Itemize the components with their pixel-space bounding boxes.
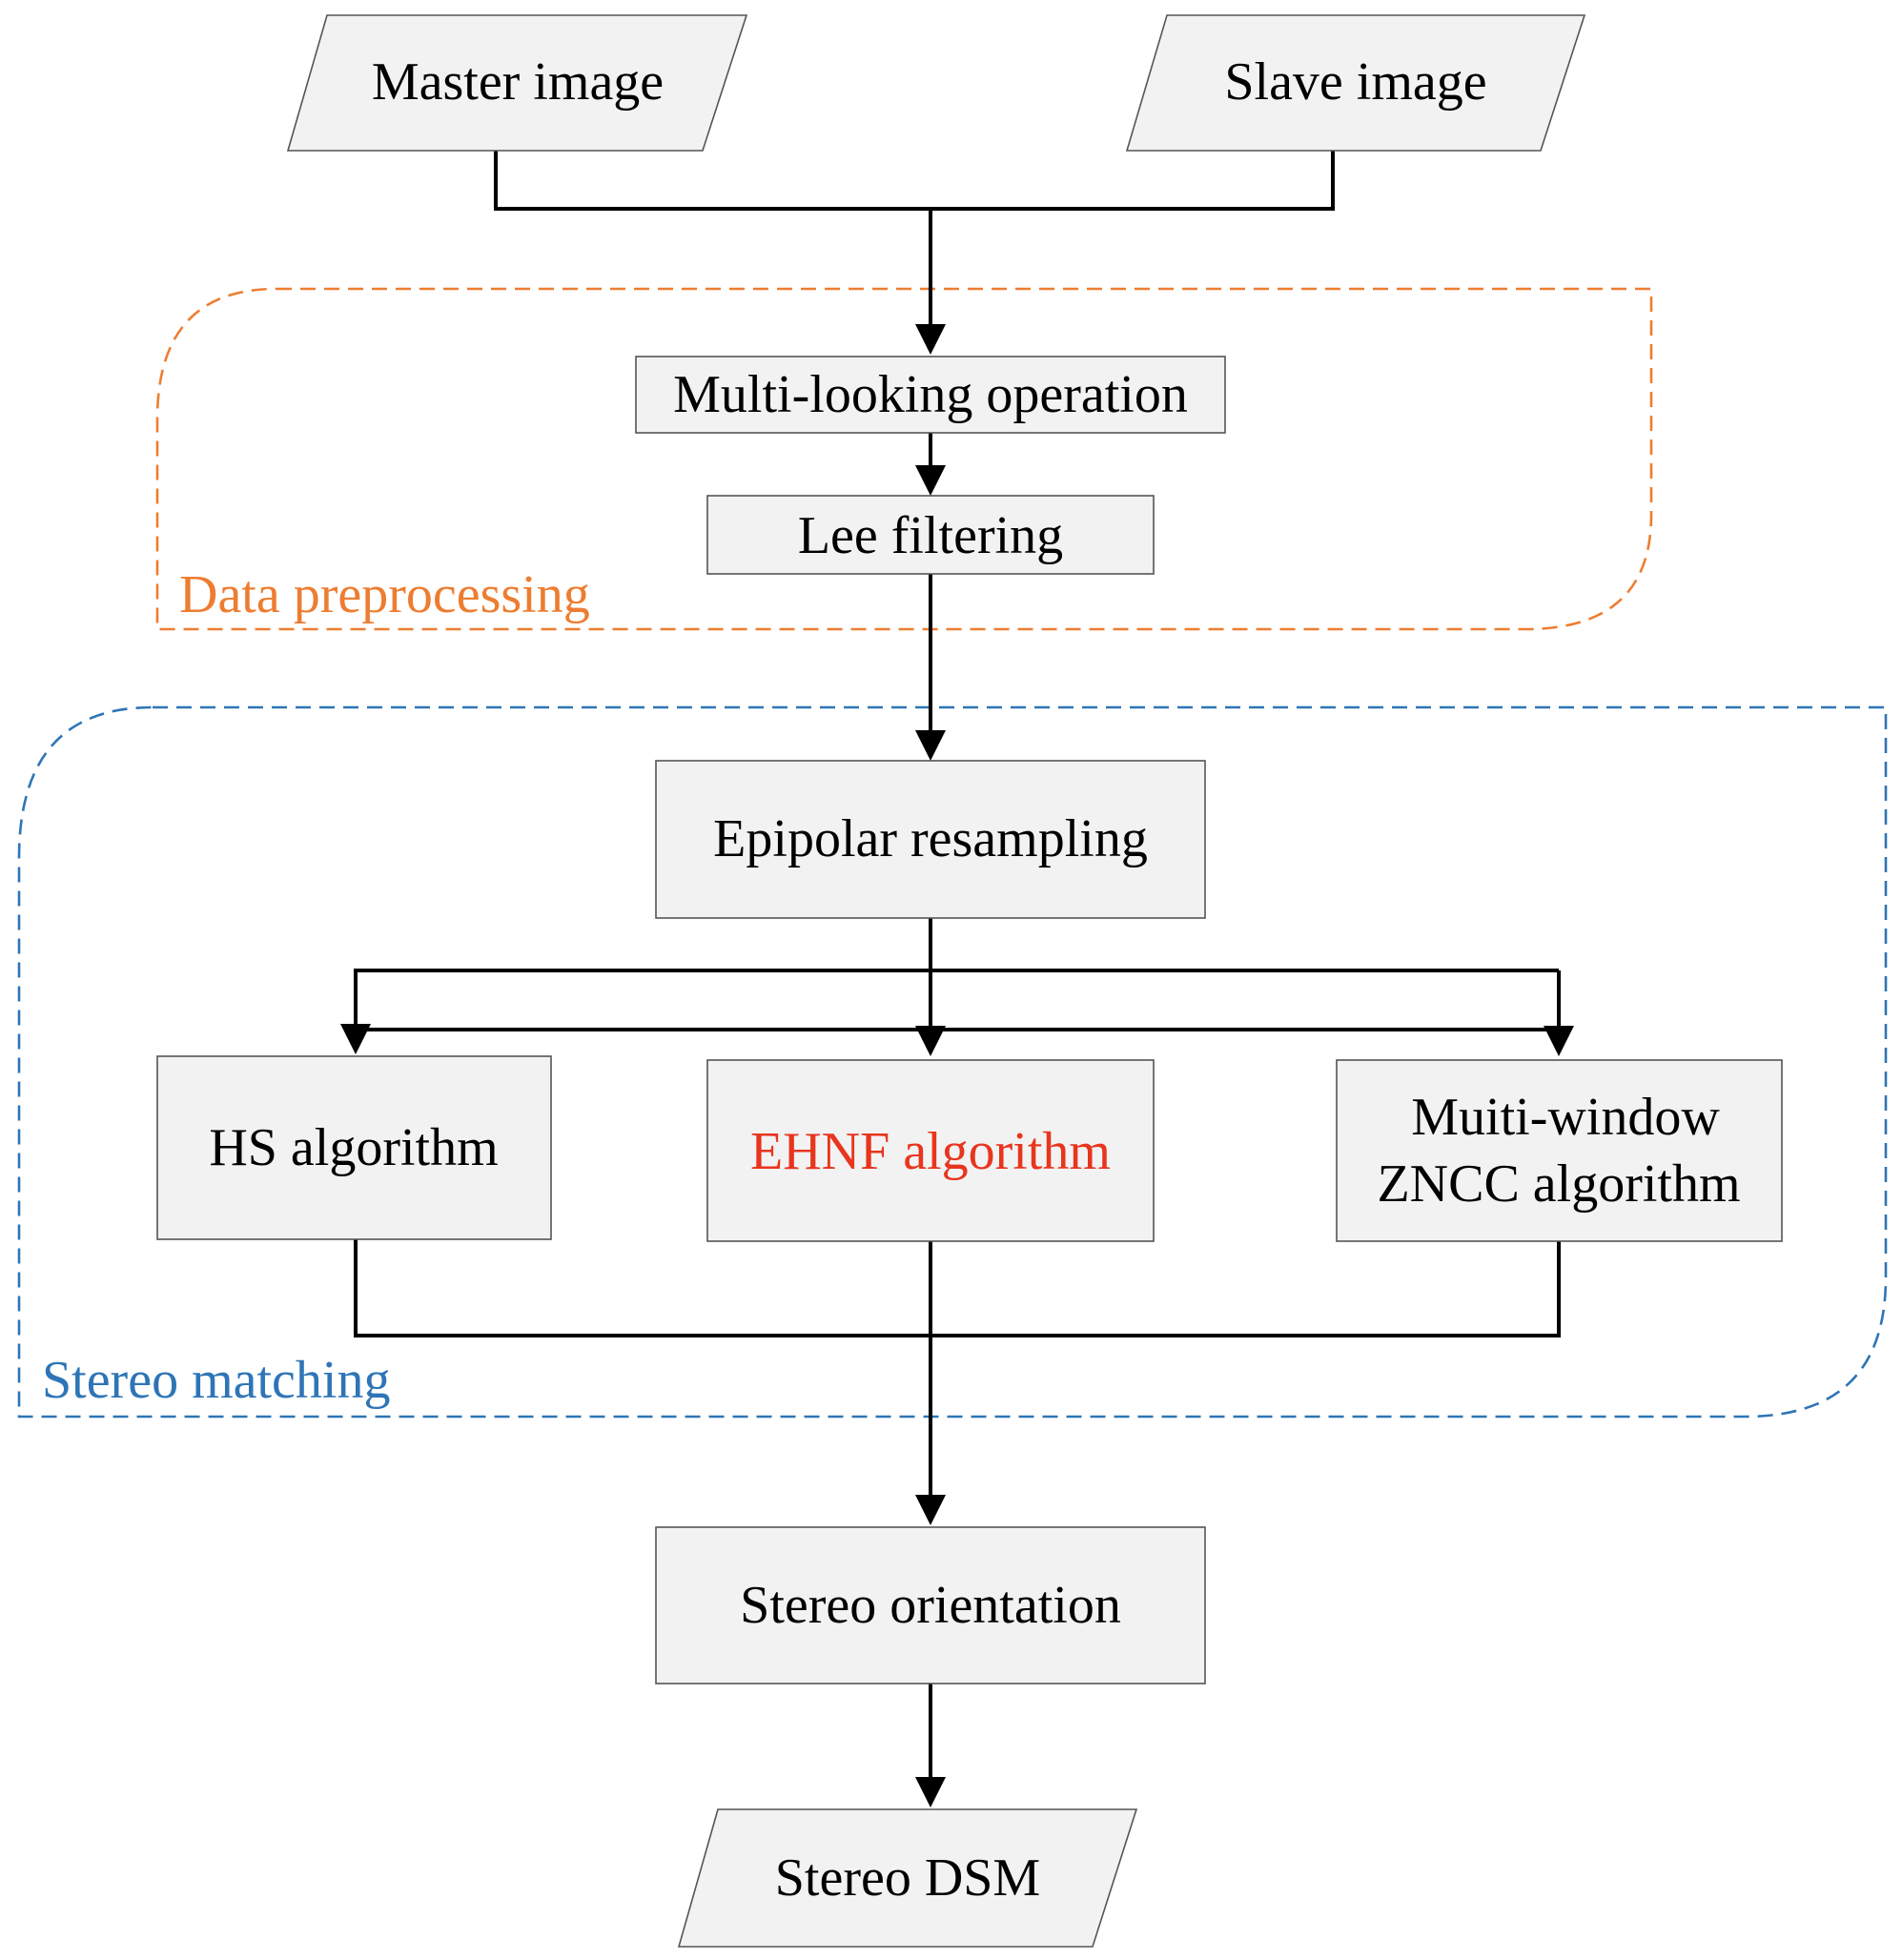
stereo-dsm-node [677,1808,1138,1948]
lee-filtering-label: Lee filtering [798,506,1063,565]
stereo-orientation-label: Stereo orientation [740,1576,1121,1635]
arrowhead-ehnf [915,1026,946,1056]
arrowhead-dsm [915,1777,946,1807]
connector-hs-merge [354,1237,931,1337]
data-preprocessing-group-outline [155,287,1653,631]
ehnf-algorithm-node [706,1059,1155,1242]
connectors [340,151,1574,1807]
hs-algorithm-label: HS algorithm [209,1118,498,1177]
epipolar-resampling-node [655,760,1206,919]
stereo-dsm-label: Stereo DSM [775,1848,1040,1908]
connector-zncc-merge [931,1241,1561,1337]
slave-image-label: Slave image [1224,52,1486,112]
slave-image-node [1125,14,1586,152]
epipolar-resampling-label: Epipolar resampling [713,809,1148,868]
arrowhead-lee [915,465,946,496]
arrowhead-zncc [1544,1026,1574,1056]
zncc-algorithm-label-line1: Muiti-window [1411,1088,1720,1147]
zncc-algorithm-label-line2: ZNCC algorithm [1377,1154,1740,1214]
connector-master-merge [494,151,931,211]
stereo-orientation-node [655,1526,1206,1684]
zncc-algorithm-node [1336,1059,1783,1242]
hs-algorithm-node [156,1055,552,1240]
ehnf-algorithm-label: EHNF algorithm [750,1122,1111,1181]
stereo-matching-label: Stereo matching [42,1351,390,1410]
data-preprocessing-label: Data preprocessing [179,565,590,624]
arrowhead-epipolar [915,730,946,761]
multi-looking-node [635,356,1226,434]
master-image-node [286,14,748,152]
arrowhead-orientation [915,1495,946,1525]
stereo-matching-group-outline [17,705,1888,1419]
arrowhead-hs [340,1024,371,1054]
arrowhead-multilooking [915,324,946,355]
connector-slave-merge [931,151,1335,211]
lee-filtering-node [706,495,1155,575]
master-image-label: Master image [372,52,664,112]
multi-looking-label: Multi-looking operation [673,365,1188,424]
